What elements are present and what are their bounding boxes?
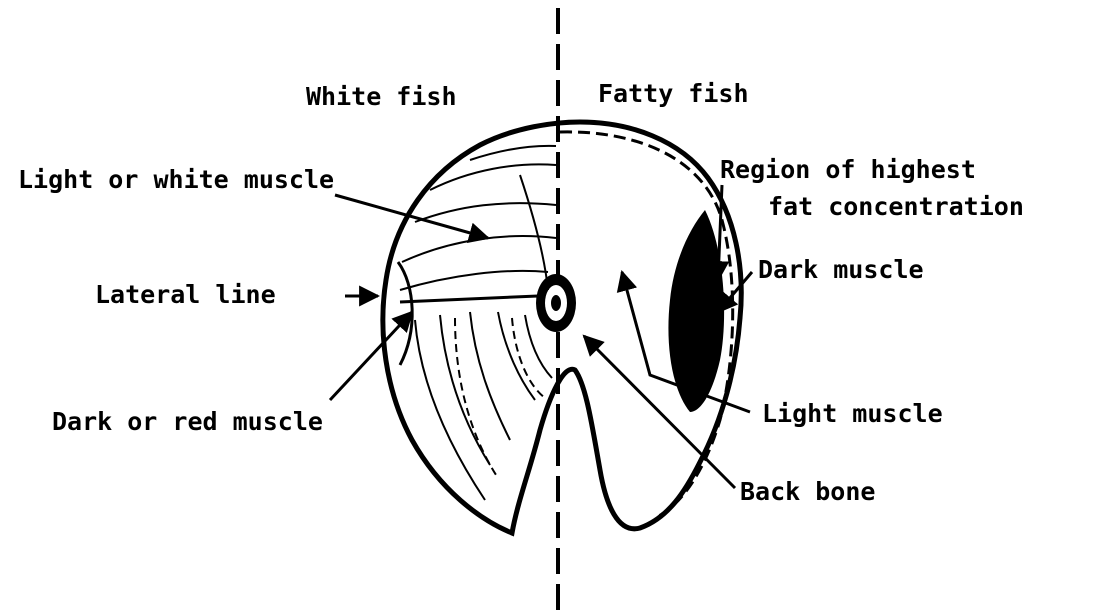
label-light-or-white-muscle: Light or white muscle xyxy=(18,167,334,192)
label-back-bone: Back bone xyxy=(740,479,875,504)
label-light-muscle: Light muscle xyxy=(762,401,943,426)
label-region-highest-fat-line1: Region of highest xyxy=(720,157,976,182)
backbone xyxy=(536,274,576,332)
label-white-fish: White fish xyxy=(306,84,457,109)
dark-muscle-region xyxy=(668,210,724,412)
label-lateral-line: Lateral line xyxy=(95,282,276,307)
label-dark-or-red-muscle: Dark or red muscle xyxy=(52,409,323,434)
arrow-dark-or-red-muscle xyxy=(330,312,412,400)
arrow-light-or-white-muscle xyxy=(335,195,488,238)
label-dark-muscle: Dark muscle xyxy=(758,257,924,282)
lateral-line-mark xyxy=(400,296,538,302)
label-fatty-fish: Fatty fish xyxy=(598,81,749,106)
upper-muscle-striations xyxy=(400,146,556,290)
label-region-highest-fat-line2: fat concentration xyxy=(768,194,1024,219)
